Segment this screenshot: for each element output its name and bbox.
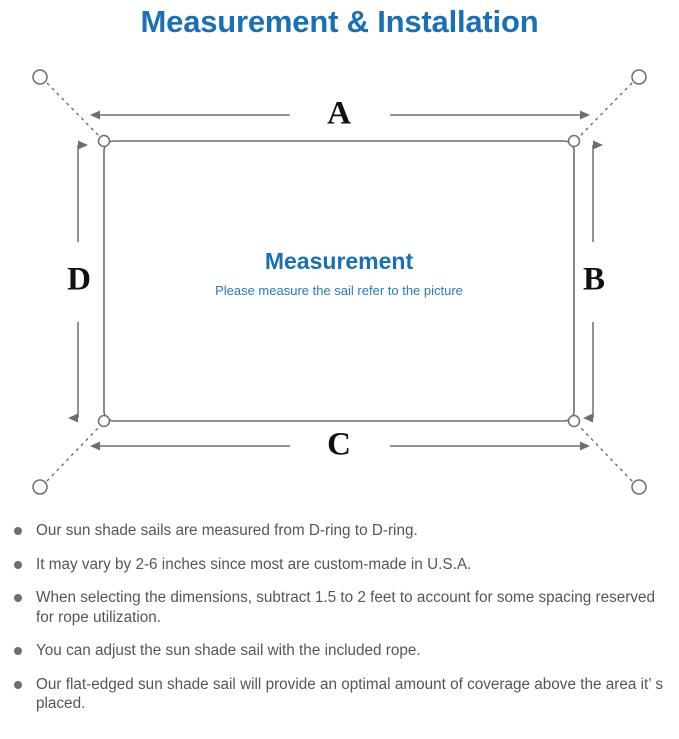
page-title: Measurement & Installation xyxy=(140,4,539,39)
sail-center-title: Measurement xyxy=(265,248,414,274)
anchor-top-left-icon xyxy=(32,69,48,85)
rope-line-bottom-left xyxy=(46,426,100,482)
d-ring-top-right-icon xyxy=(567,134,581,148)
notes-list: Our sun shade sails are measured from D-… xyxy=(0,521,679,728)
d-ring-top-left-icon xyxy=(97,134,111,148)
bullet-dot-icon xyxy=(14,647,22,655)
sail-center-subtitle: Please measure the sail refer to the pic… xyxy=(215,283,463,298)
list-item: When selecting the dimensions, subtract … xyxy=(8,588,669,627)
anchor-top-right-icon xyxy=(631,69,647,85)
bullet-dot-icon xyxy=(14,594,22,602)
d-rings xyxy=(97,134,581,428)
note-text: It may vary by 2-6 inches since most are… xyxy=(36,555,472,573)
dimension-label-d: D xyxy=(67,262,91,298)
list-item: Our flat-edged sun shade sail will provi… xyxy=(8,675,669,714)
dimension-label-a: A xyxy=(327,96,351,132)
measurement-diagram: A C D B Measurement Please measure the s… xyxy=(0,52,679,517)
d-ring-bottom-right-icon xyxy=(567,414,581,428)
bullet-dot-icon xyxy=(14,680,22,689)
dimension-label-c: C xyxy=(327,427,351,463)
anchor-points xyxy=(32,69,647,495)
sail-rectangle xyxy=(103,140,575,422)
note-text: You can adjust the sun shade sail with t… xyxy=(36,642,421,659)
bullet-dot-icon xyxy=(14,527,22,535)
note-text: Our sun shade sails are measured from D-… xyxy=(36,522,418,539)
note-text: When selecting the dimensions, subtract … xyxy=(36,589,656,626)
list-item: It may vary by 2-6 inches since most are… xyxy=(8,555,669,575)
anchor-bottom-right-icon xyxy=(631,479,647,495)
rope-line-bottom-right xyxy=(579,426,633,482)
list-item: Our sun shade sails are measured from D-… xyxy=(8,521,669,541)
rope-lines xyxy=(46,82,633,482)
note-text: Our flat-edged sun shade sail will provi… xyxy=(36,675,663,713)
list-item: You can adjust the sun shade sail with t… xyxy=(8,641,669,661)
d-ring-bottom-left-icon xyxy=(97,414,111,428)
rope-line-top-right xyxy=(579,82,633,137)
rope-line-top-left xyxy=(46,82,100,137)
dimension-label-b: B xyxy=(583,262,605,298)
bullet-dot-icon xyxy=(14,560,22,569)
anchor-bottom-left-icon xyxy=(32,479,48,495)
